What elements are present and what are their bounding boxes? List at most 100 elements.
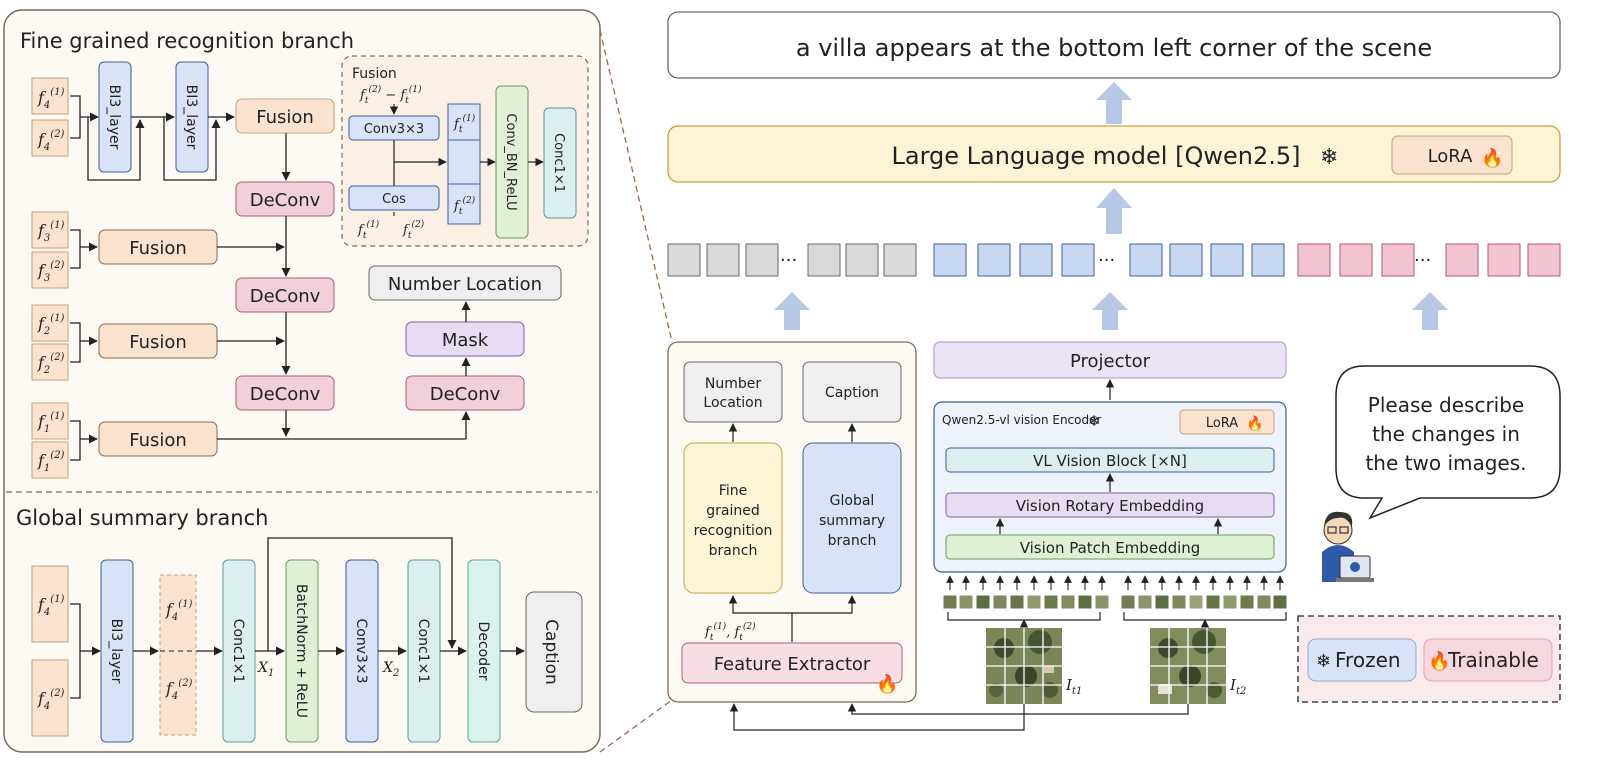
bi3-layer-1-label: BI3_layer — [106, 85, 122, 150]
flame-icon: 🔥 — [1481, 147, 1503, 169]
global-split-features — [159, 574, 197, 736]
deconv-box-1 — [235, 181, 335, 217]
fusion-conc-box — [543, 107, 577, 219]
legend-frozen-chip — [1307, 638, 1417, 682]
fusion-concat-stack — [447, 103, 481, 225]
legend-flame-icon: 🔥 — [1428, 650, 1450, 672]
deconv-4-label: DeConv — [430, 384, 501, 405]
inner-caption-box — [802, 361, 902, 423]
conv-bn-relu-label: Conv_BN_ReLU — [503, 113, 518, 210]
fusion-detail-title: Fusion — [352, 66, 397, 82]
user-avatar-icon — [1322, 511, 1374, 582]
token-dots-3: ··· — [1414, 250, 1431, 271]
token-dots-1: ··· — [780, 250, 797, 271]
speech-line-1: Please describe — [1368, 393, 1524, 417]
projector-label: Projector — [1070, 351, 1151, 372]
patch-tiles — [942, 594, 1288, 610]
encoder-title: Qwen2.5-vl vision Encoder — [942, 413, 1102, 427]
encoder-flame-icon: 🔥 — [1246, 415, 1263, 432]
encoder-snowflake-icon: ❄ — [1088, 412, 1101, 430]
deconv-box-2 — [235, 277, 335, 313]
fusion-box-4 — [235, 98, 335, 134]
encoder-lora-label: LoRA — [1206, 416, 1238, 431]
legend-frozen-label: Frozen — [1335, 648, 1401, 672]
legend-trainable-chip — [1423, 638, 1553, 682]
global-conv3-label: Conv3×3 — [353, 618, 369, 683]
inner-fine-2: grained — [706, 503, 759, 519]
mask-label: Mask — [442, 330, 489, 351]
number-location-label: Number Location — [388, 274, 542, 295]
speech-bubble — [1335, 365, 1561, 520]
patch-label: Vision Patch Embedding — [1020, 539, 1201, 557]
encoder-lora-badge — [1179, 409, 1275, 435]
feature-f3-group: f3(1) f3(2) — [31, 211, 69, 289]
global-conc-1-label: Conc1×1 — [230, 619, 246, 683]
snowflake-icon: ❄ — [1320, 145, 1338, 170]
inner-number-label-2: Location — [703, 395, 762, 411]
token-row-blue — [933, 243, 1285, 277]
zoom-connector-bottom — [599, 699, 673, 753]
patch-box — [945, 534, 1275, 560]
image-t1 — [986, 628, 1062, 704]
image-t2-label: It2 — [1229, 676, 1246, 697]
patch-arrows — [946, 575, 1284, 590]
inner-number-label-1: Number — [705, 376, 761, 392]
mask-box — [405, 321, 525, 357]
deconv-box-3 — [235, 375, 335, 411]
fusion-cos-box — [348, 185, 440, 211]
global-feature-group: f4(1) f4(2) — [31, 565, 69, 737]
deconv-3-label: DeConv — [250, 384, 321, 405]
inner-number-location-box — [683, 361, 783, 423]
fine-branch-title: Fine grained recognition branch — [20, 29, 354, 53]
fusion-conc-label: Conc1×1 — [551, 133, 566, 193]
inner-fine-3: recognition — [694, 523, 773, 539]
inner-global-3: branch — [828, 533, 877, 549]
rotary-box — [945, 492, 1275, 518]
legend-trainable-label: Trainable — [1447, 648, 1539, 672]
bi3-layer-2-label: BI3_layer — [183, 85, 199, 150]
token-row-pink — [1297, 243, 1561, 277]
decoder-label: Decoder — [475, 622, 491, 681]
rotary-label: Vision Rotary Embedding — [1016, 497, 1204, 515]
inner-global-box — [802, 442, 902, 594]
deconv-box-4 — [405, 375, 525, 411]
token-dots-2: ··· — [1098, 250, 1115, 271]
token-row-grey — [667, 243, 917, 277]
speech-line-2: the changes in — [1372, 422, 1520, 446]
projector-box — [933, 341, 1287, 379]
global-conc-2-label: Conc1×1 — [415, 619, 431, 683]
global-caption-box — [525, 591, 583, 713]
global-branch-title: Global summary branch — [16, 506, 268, 530]
global-bi3-label: BI3_layer — [108, 619, 124, 684]
zoom-connector-top — [599, 29, 673, 343]
image-t1-label: It1 — [1065, 676, 1082, 697]
inner-fine-1: Fine — [719, 483, 747, 499]
inner-caption-label: Caption — [825, 385, 879, 401]
output-text-box — [667, 11, 1561, 79]
inner-global-1: Global — [830, 493, 875, 509]
image-t2 — [1150, 628, 1226, 704]
number-location-box — [368, 265, 562, 301]
llm-label: Large Language model [Qwen2.5] — [892, 142, 1301, 170]
vl-block-label: VL Vision Block [×N] — [1033, 452, 1187, 470]
fusion-3-label: Fusion — [129, 238, 187, 259]
batchnorm-label: BatchNorm + ReLU — [293, 584, 309, 718]
feature-f1-group: f1(1) f1(2) — [31, 402, 69, 479]
fusion-4-label: Fusion — [256, 107, 314, 128]
llm-lora-badge — [1391, 135, 1513, 175]
fusion-2-label: Fusion — [129, 332, 187, 353]
fusion-conv-label: Conv3×3 — [364, 122, 424, 137]
llm-lora-label: LoRA — [1428, 146, 1474, 167]
flow-arrows — [774, 82, 1448, 330]
vl-block-box — [945, 447, 1275, 473]
legend-snowflake-icon: ❄ — [1316, 651, 1331, 672]
deconv-2-label: DeConv — [250, 286, 321, 307]
feature-extractor-flame-icon: 🔥 — [876, 673, 898, 695]
inner-global-2: summary — [819, 513, 885, 529]
feature-f4-group: f4(1) f4(2) — [31, 77, 69, 157]
inner-fine-4: branch — [709, 543, 758, 559]
global-caption-label: Caption — [541, 619, 561, 685]
feature-extractor-box — [681, 642, 903, 684]
deconv-1-label: DeConv — [250, 190, 321, 211]
llm-box — [667, 125, 1561, 183]
